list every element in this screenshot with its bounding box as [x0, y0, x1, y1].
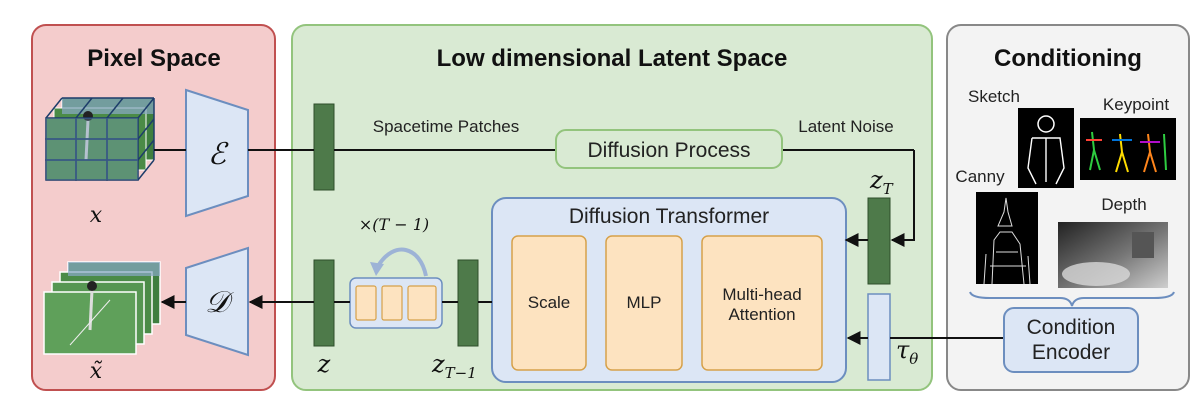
- output-video-symbol: x̃: [90, 359, 103, 384]
- condition-encoder-box: [1003, 307, 1139, 373]
- condition-embedding-bar: [867, 293, 891, 381]
- sketch-label: Sketch: [968, 87, 1020, 106]
- iteration-item-2: [381, 285, 403, 321]
- condition-encoder-line1: Condition: [1027, 316, 1116, 339]
- iteration-item-1: [355, 285, 377, 321]
- depth-image: [1058, 222, 1168, 288]
- conditions-brace: [969, 291, 1175, 307]
- conditioning-title: Conditioning: [994, 45, 1142, 72]
- latent-zt1-bar: [457, 259, 479, 347]
- input-video-frames: [45, 97, 155, 181]
- mlp-block: [605, 235, 683, 371]
- scale-label: Scale: [528, 293, 571, 312]
- latent-z-bar: [313, 259, 335, 347]
- repeat-symbol: ×(T − 1): [359, 215, 429, 234]
- encoder-symbol: ℰ: [208, 137, 229, 172]
- keypoint-label: Keypoint: [1103, 95, 1169, 114]
- encoder-block: [185, 88, 249, 218]
- canny-label: Canny: [955, 167, 1005, 186]
- keypoint-image: [1080, 118, 1176, 180]
- attention-label-line1: Multi-head: [722, 285, 801, 304]
- iteration-item-3: [407, 285, 437, 321]
- repeat-loop-arrow: [376, 247, 428, 277]
- depth-label: Depth: [1101, 195, 1146, 214]
- tau-symbol: τθ: [896, 336, 918, 368]
- latent-zt1-symbol: zT−1: [431, 350, 477, 382]
- latent-zt-bar: [867, 197, 891, 285]
- spacetime-latent-bar: [313, 103, 335, 191]
- diffusion-process-box: [555, 129, 783, 169]
- scale-block: [511, 235, 587, 371]
- output-video-frames: [43, 261, 161, 355]
- latent-space-title: Low dimensional Latent Space: [437, 45, 788, 72]
- decoder-block: [185, 246, 249, 357]
- input-video-symbol: x: [90, 203, 103, 228]
- latent-noise-label: Latent Noise: [798, 117, 893, 136]
- latent-zt-symbol: zT: [869, 166, 894, 198]
- condition-encoder-line2: Encoder: [1032, 341, 1110, 364]
- diffusion-process-label: Diffusion Process: [587, 139, 750, 162]
- latent-z-symbol: z: [317, 350, 331, 378]
- attention-label-line2: Attention: [728, 305, 795, 324]
- repeat-loop-arrowhead: [370, 262, 384, 276]
- attention-block: [701, 235, 823, 371]
- diffusion-transformer-title: Diffusion Transformer: [569, 205, 769, 228]
- pixel-space-title: Pixel Space: [87, 45, 220, 72]
- canny-image: [976, 192, 1038, 285]
- mlp-label: MLP: [627, 293, 662, 312]
- sketch-image: [1018, 108, 1074, 188]
- spacetime-patches-label: Spacetime Patches: [373, 117, 519, 136]
